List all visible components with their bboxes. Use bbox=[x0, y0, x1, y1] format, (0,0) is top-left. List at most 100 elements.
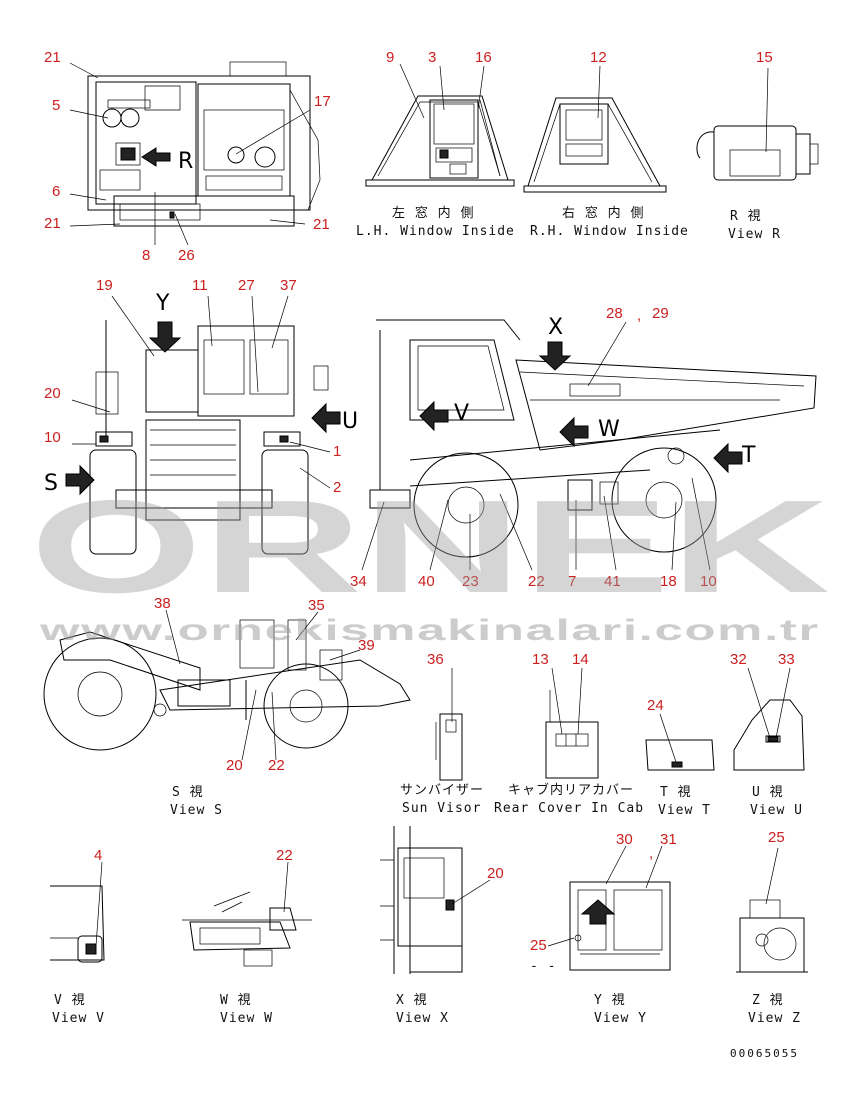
front-view-drawing bbox=[65, 320, 341, 555]
callout-25-y: 25 bbox=[530, 937, 547, 954]
callout-22-s: 22 bbox=[268, 757, 285, 774]
view-s-caption-jp: S 視 bbox=[172, 785, 204, 800]
view-r-drawing bbox=[696, 125, 819, 181]
callout-7: 7 bbox=[568, 573, 576, 590]
view-v-caption-jp: V 視 bbox=[54, 993, 86, 1008]
view-u-caption-en: View U bbox=[750, 803, 803, 818]
callout-14: 14 bbox=[572, 651, 589, 668]
rh-window-drawing bbox=[523, 97, 667, 193]
view-y-caption-jp: Y 視 bbox=[594, 993, 626, 1008]
view-s-drawing bbox=[43, 619, 411, 751]
callout-24: 24 bbox=[647, 697, 664, 714]
view-letter-t: T bbox=[741, 443, 756, 468]
view-t-drawing bbox=[645, 739, 715, 771]
callout-38: 38 bbox=[154, 595, 171, 612]
view-letter-v: V bbox=[454, 401, 469, 426]
view-v-drawing bbox=[50, 885, 105, 963]
view-letter-r: R bbox=[178, 149, 193, 174]
callout-22-side: 22 bbox=[528, 573, 545, 590]
view-z-caption-en: View Z bbox=[748, 1011, 801, 1026]
lh-window-caption-jp: 左 窓 内 側 bbox=[392, 205, 474, 221]
callout-1: 1 bbox=[333, 443, 341, 460]
callout-39: 39 bbox=[358, 637, 375, 654]
view-y-dash: - - bbox=[530, 959, 556, 974]
callout-3: 3 bbox=[428, 49, 436, 66]
view-x-drawing bbox=[380, 826, 463, 974]
callout-20-front: 20 bbox=[44, 385, 61, 402]
callout-36: 36 bbox=[427, 651, 444, 668]
callout-4: 4 bbox=[94, 847, 102, 864]
view-letter-s: S bbox=[44, 471, 58, 496]
callout-11: 11 bbox=[192, 277, 208, 294]
rh-window-caption-jp: 右 窓 内 側 bbox=[562, 205, 644, 221]
callout-19: 19 bbox=[96, 277, 113, 294]
callout-31: 31 bbox=[660, 831, 677, 848]
view-t-caption-en: View T bbox=[658, 803, 711, 818]
callout-20-x: 20 bbox=[487, 865, 504, 882]
callout-17: 17 bbox=[314, 93, 331, 110]
callout-10-front: 10 bbox=[44, 429, 61, 446]
view-letter-y: Y bbox=[155, 291, 170, 316]
view-u-caption-jp: U 視 bbox=[752, 785, 784, 800]
callout-9: 9 bbox=[386, 49, 394, 66]
callout-6: 6 bbox=[52, 183, 60, 200]
callout-33: 33 bbox=[778, 651, 795, 668]
view-w-caption-en: View W bbox=[220, 1011, 273, 1026]
callout-29: 29 bbox=[652, 305, 669, 322]
sun-visor-caption-jp: サンバイザー bbox=[400, 783, 484, 798]
callout-12: 12 bbox=[590, 49, 607, 66]
view-r-caption-jp: R 視 bbox=[730, 209, 762, 224]
callout-26: 26 bbox=[178, 247, 195, 264]
callout-2: 2 bbox=[333, 479, 341, 496]
rear-cover-caption-en: Rear Cover In Cab bbox=[494, 801, 644, 816]
callout-37: 37 bbox=[280, 277, 297, 294]
lh-window-caption-en: L.H. Window Inside bbox=[356, 224, 515, 239]
callout-28: 28 bbox=[606, 305, 623, 322]
leaders-top-left bbox=[69, 62, 311, 246]
sun-visor-drawing bbox=[435, 713, 463, 781]
callout-13: 13 bbox=[532, 651, 549, 668]
callout-32: 32 bbox=[730, 651, 747, 668]
lh-window-drawing bbox=[365, 95, 515, 187]
callout-20-s: 20 bbox=[226, 757, 243, 774]
cab-top-view bbox=[87, 61, 321, 227]
callout-21-top: 21 bbox=[44, 49, 61, 66]
side-view-drawing bbox=[369, 319, 817, 558]
view-t-caption-jp: T 視 bbox=[660, 785, 692, 800]
view-u-drawing bbox=[733, 699, 805, 771]
part-number-code: 00065055 bbox=[730, 1047, 799, 1060]
watermark-brand: ORNEK bbox=[30, 473, 830, 620]
callout-21-right: 21 bbox=[313, 216, 330, 233]
callout-35: 35 bbox=[308, 597, 325, 614]
view-letter-x: X bbox=[548, 315, 563, 340]
view-z-drawing bbox=[736, 899, 808, 973]
callout-34: 34 bbox=[350, 573, 367, 590]
callout-22-w: 22 bbox=[276, 847, 293, 864]
callout-15: 15 bbox=[756, 49, 773, 66]
callout-23: 23 bbox=[462, 573, 479, 590]
rear-cover-drawing bbox=[545, 690, 599, 779]
view-z-caption-jp: Z 視 bbox=[752, 993, 784, 1008]
rear-cover-caption-jp: キャブ内リアカバー bbox=[508, 782, 634, 798]
view-x-caption-jp: X 視 bbox=[396, 993, 428, 1008]
view-w-drawing bbox=[182, 891, 312, 967]
view-y-drawing bbox=[569, 881, 671, 971]
sun-visor-caption-en: Sun Visor bbox=[402, 801, 481, 816]
callout-41: 41 bbox=[604, 573, 621, 590]
callout-30: 30 bbox=[616, 831, 633, 848]
callout-8: 8 bbox=[142, 247, 150, 264]
callout-16: 16 bbox=[475, 49, 492, 66]
view-v-caption-en: View V bbox=[52, 1011, 105, 1026]
callout-40: 40 bbox=[418, 573, 435, 590]
view-letter-w: W bbox=[598, 417, 620, 442]
callout-31-comma: , bbox=[649, 845, 653, 862]
view-letter-u: U bbox=[342, 409, 358, 434]
view-x-caption-en: View X bbox=[396, 1011, 449, 1026]
callout-21-left: 21 bbox=[44, 215, 61, 232]
callout-18: 18 bbox=[660, 573, 677, 590]
callout-25-z: 25 bbox=[768, 829, 785, 846]
view-s-caption-en: View S bbox=[170, 803, 223, 818]
callout-10-side: 10 bbox=[700, 573, 717, 590]
callout-29-comma: , bbox=[637, 307, 641, 324]
